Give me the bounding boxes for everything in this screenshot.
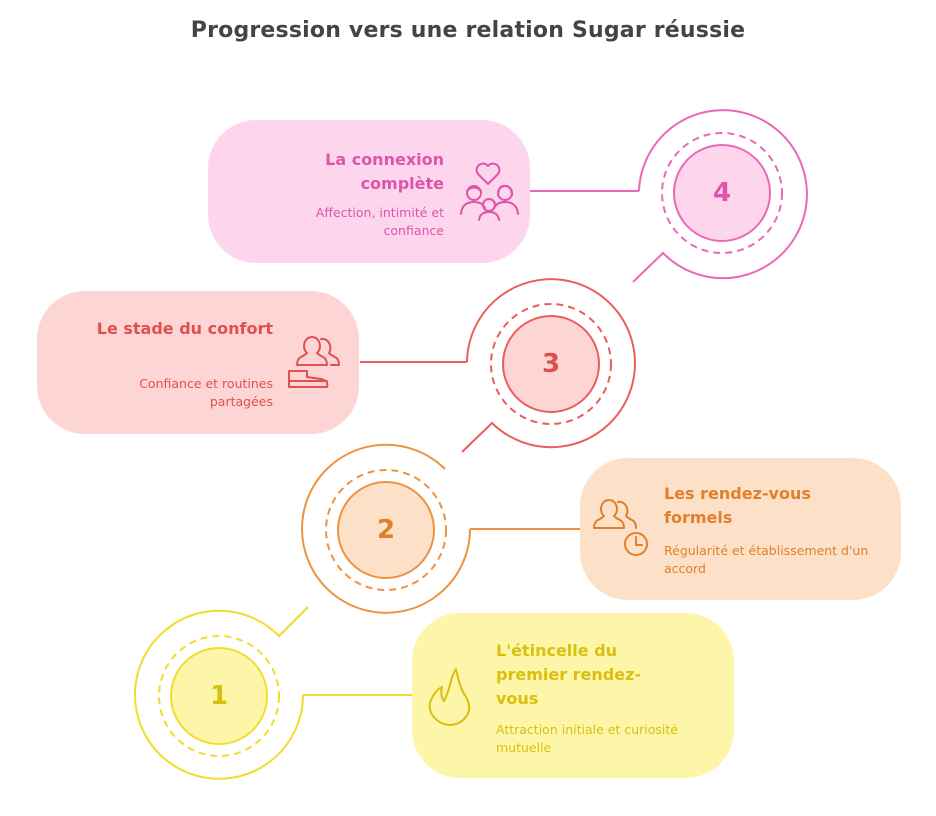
- flame-icon: [428, 668, 471, 726]
- stage-2-dashed-ring: [325, 469, 447, 591]
- stage-3-number: 3: [541, 349, 561, 379]
- stage-1-description: Attraction initiale et curiosité mutuell…: [496, 722, 678, 755]
- stage-3-dashed-ring: [490, 303, 612, 425]
- stage-2-inner-circle: [337, 481, 435, 579]
- stage-3-node: [360, 278, 636, 453]
- stage-1-number: 1: [209, 681, 229, 711]
- stage-1-inner-circle: [170, 647, 268, 745]
- stage-3-inner-circle: [502, 315, 600, 413]
- people-couch-icon: [288, 335, 340, 388]
- stage-4-dashed-ring: [661, 132, 783, 254]
- stage-2-node: [301, 443, 580, 614]
- stage-2-outer-ring: [301, 443, 471, 614]
- stage-4-number: 4: [712, 178, 732, 208]
- stage-4-title: La connexion complète: [325, 150, 444, 193]
- stage-4-card: La connexion complète Affection, intimit…: [208, 120, 530, 263]
- stage-3-card: Le stade du confort Confiance et routine…: [37, 291, 359, 434]
- stage-4-description: Affection, intimité et confiance: [315, 205, 444, 238]
- stage-2-card: Les rendez-vous formels Régularité et ét…: [580, 458, 901, 600]
- stage-1-dashed-ring: [158, 635, 280, 757]
- stage-1-card: L'étincelle du premier rendez-vous Attra…: [412, 613, 734, 778]
- stage-1-outer-ring: [134, 606, 309, 780]
- stage-4-inner-circle: [673, 144, 771, 242]
- stage-4-node: [530, 109, 808, 283]
- people-clock-icon: [593, 498, 648, 556]
- stage-2-number: 2: [376, 515, 396, 545]
- stage-4-outer-ring: [632, 109, 808, 283]
- stage-3-title: Le stade du confort: [96, 319, 273, 338]
- stage-3-outer-ring: [461, 278, 636, 453]
- stage-2-description: Régularité et établissement d'un accord: [664, 543, 869, 576]
- diagram-title: Progression vers une relation Sugar réus…: [190, 18, 746, 43]
- stage-1-title: L'étincelle du premier rendez-vous: [496, 641, 642, 708]
- stage-2-title: Les rendez-vous formels: [664, 484, 811, 527]
- stage-3-description: Confiance et routines partagées: [139, 376, 273, 409]
- stage-1-node: [134, 606, 412, 780]
- family-heart-icon: [460, 162, 519, 221]
